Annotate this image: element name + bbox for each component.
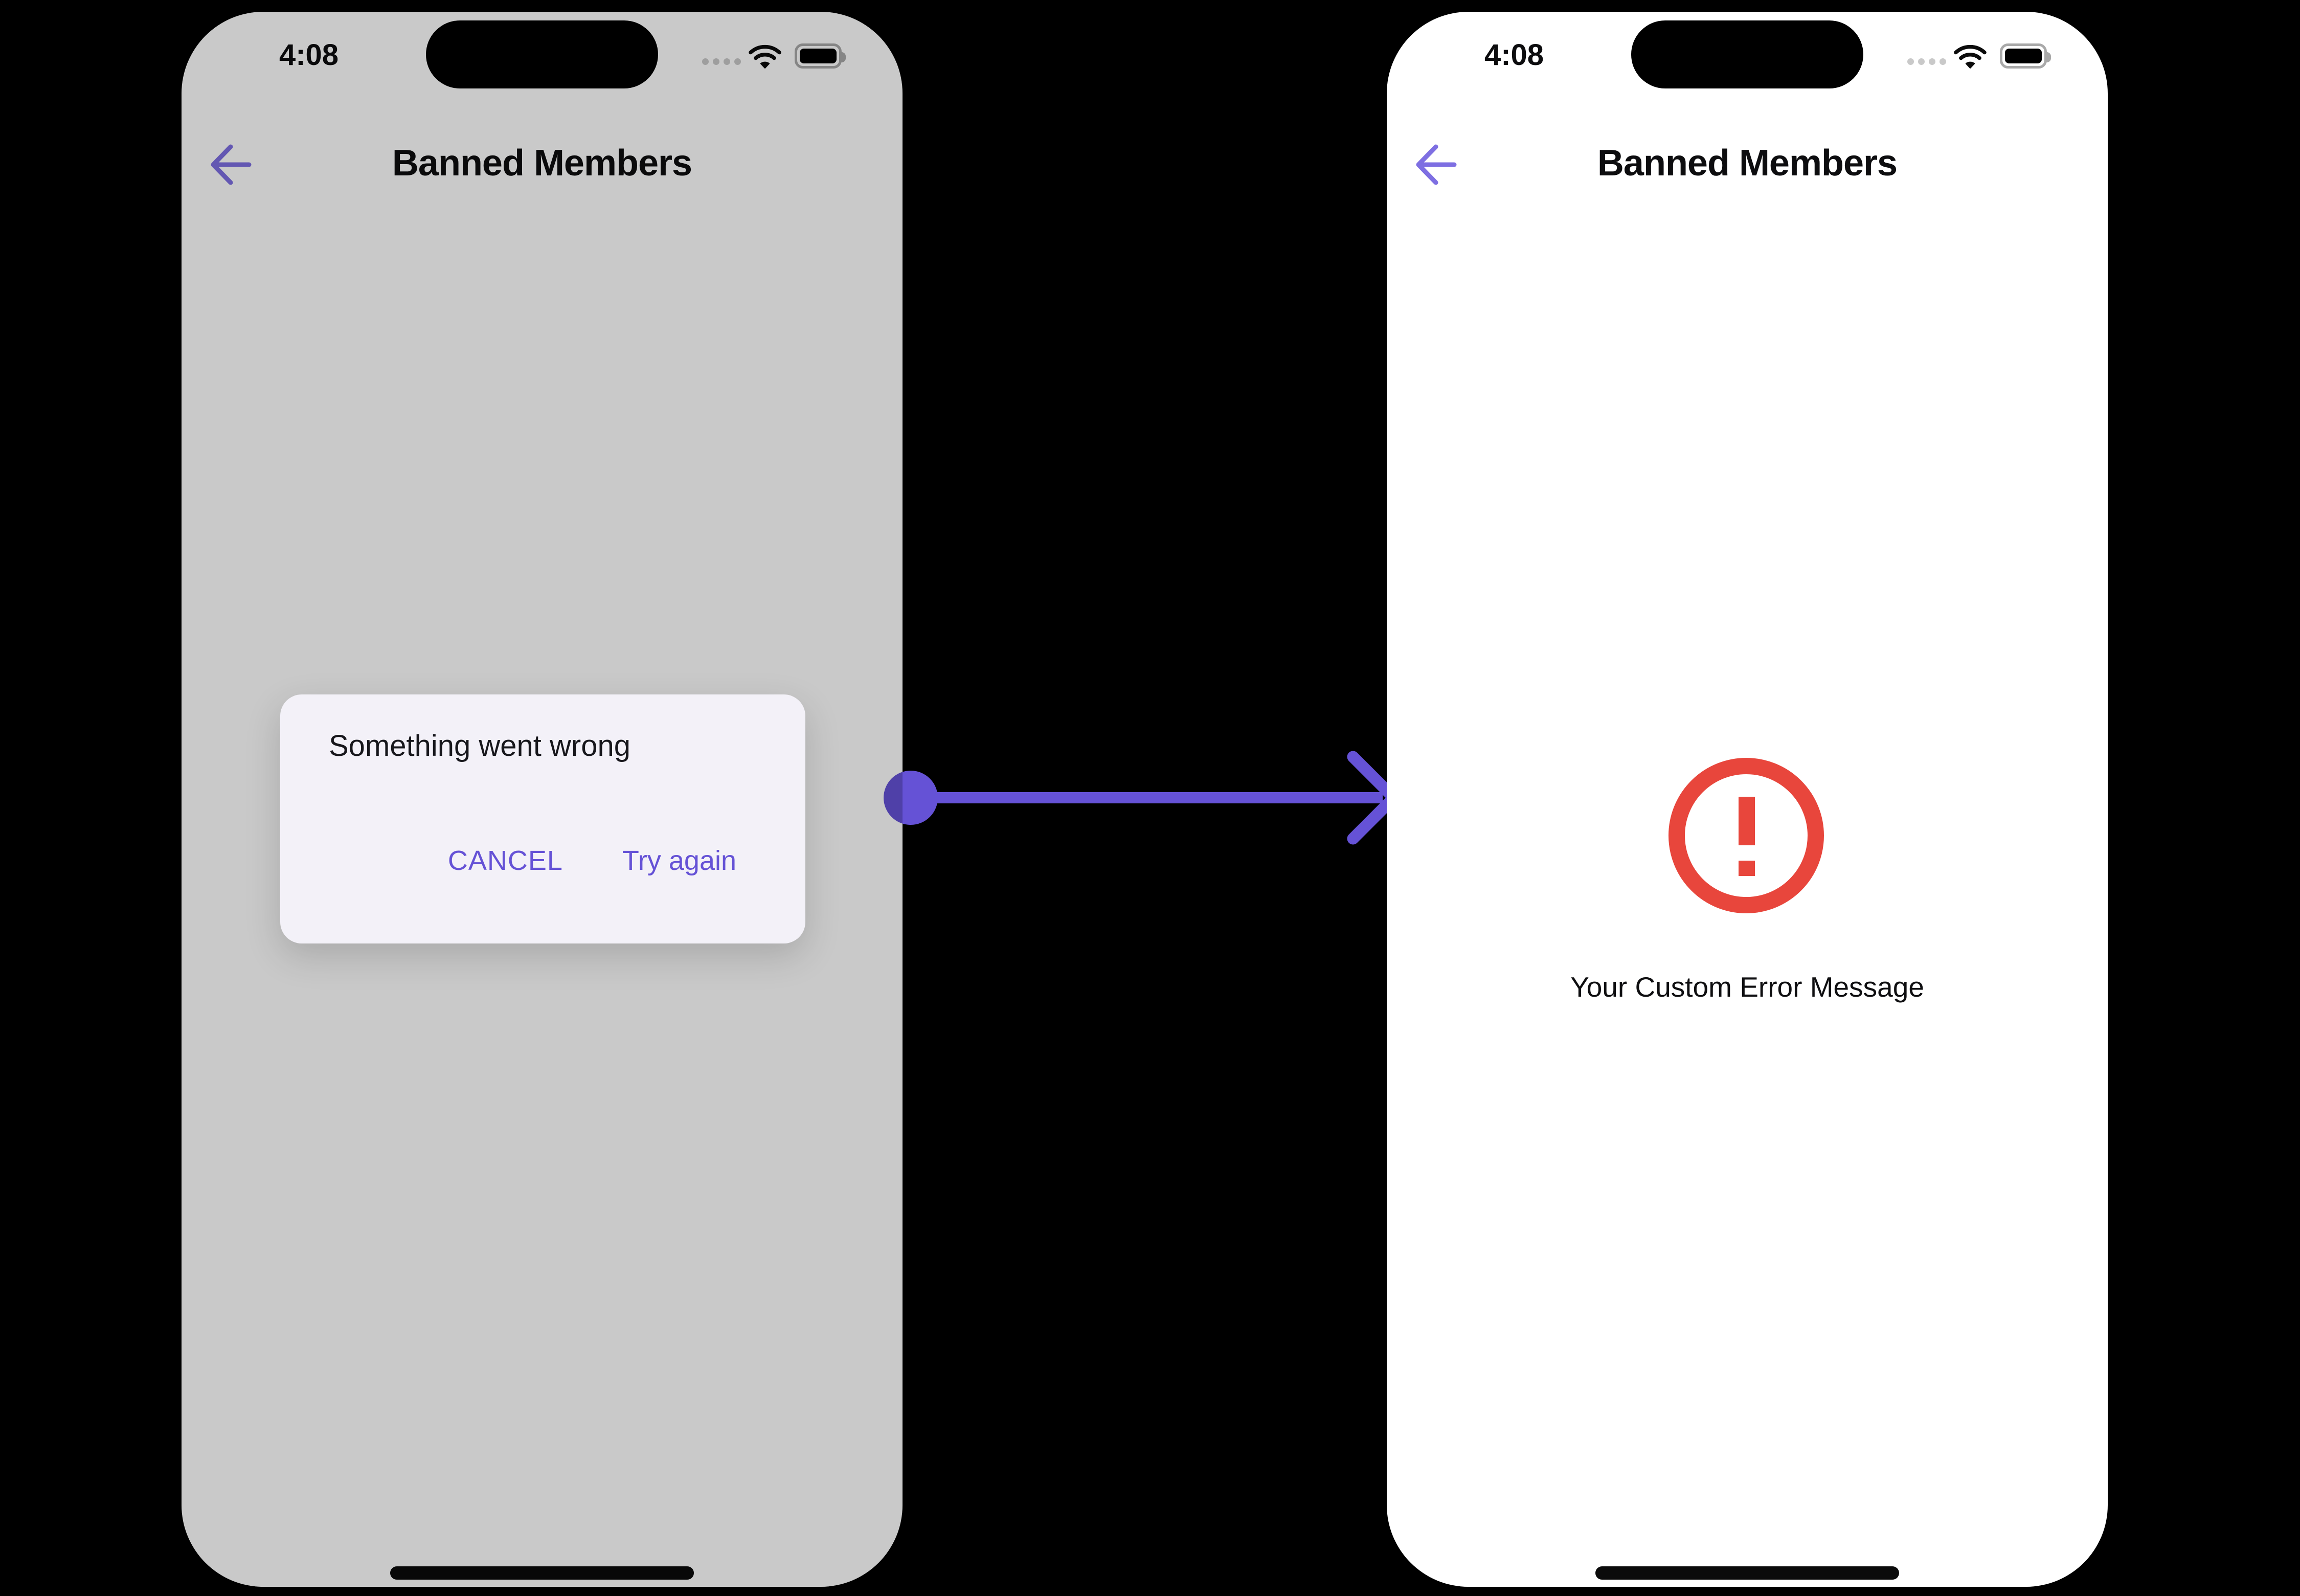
back-button[interactable] <box>205 140 256 191</box>
battery-icon <box>795 43 846 69</box>
phone-left: 4:08 <box>182 12 903 1587</box>
dialog-actions: CANCEL Try again <box>448 846 736 875</box>
page-title: Banned Members <box>1597 143 1898 184</box>
wifi-icon <box>1953 41 1987 74</box>
nav-bar: Banned Members <box>1387 134 2108 201</box>
nav-bar: Banned Members <box>182 134 903 201</box>
status-time: 4:08 <box>1484 38 1544 72</box>
battery-icon <box>2000 43 2051 69</box>
dynamic-island <box>426 20 658 88</box>
wifi-icon <box>748 41 782 74</box>
home-indicator[interactable] <box>1595 1566 1899 1580</box>
back-arrow-icon <box>1413 144 1457 189</box>
exclamation-bar <box>1739 797 1755 845</box>
try-again-button[interactable]: Try again <box>622 845 736 876</box>
status-bar: 4:08 <box>182 12 903 114</box>
error-message: Your Custom Error Message <box>1570 971 1924 1003</box>
alert-dialog: Something went wrong CANCEL Try again <box>280 694 805 943</box>
exclamation-dot <box>1739 861 1755 876</box>
back-button[interactable] <box>1410 140 1461 191</box>
page-title: Banned Members <box>392 143 692 184</box>
phone-right: 4:08 <box>1387 12 2108 1587</box>
dialog-title: Something went wrong <box>329 729 630 762</box>
cellular-dots-icon <box>702 58 741 65</box>
cellular-dots-icon <box>1907 58 1946 65</box>
status-bar: 4:08 <box>1387 12 2108 114</box>
back-arrow-icon <box>208 144 252 189</box>
cancel-button[interactable]: CANCEL <box>447 845 563 876</box>
status-time: 4:08 <box>279 38 339 72</box>
home-indicator[interactable] <box>390 1566 694 1580</box>
connector-line <box>910 792 1383 803</box>
dynamic-island <box>1631 20 1863 88</box>
